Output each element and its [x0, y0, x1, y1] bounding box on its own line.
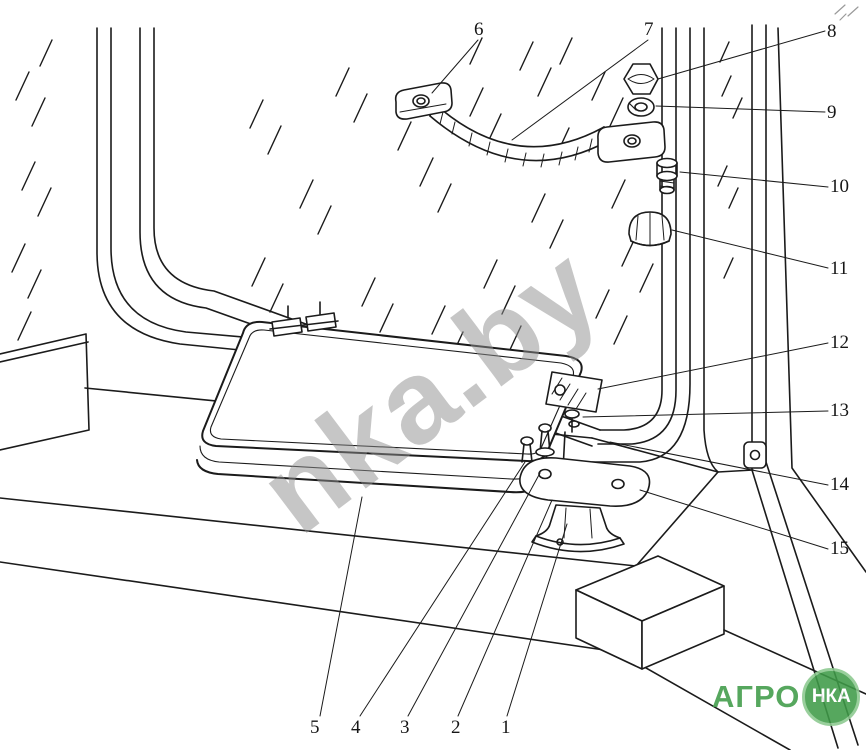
cab-right-edge [751, 24, 866, 749]
seat-cushion [196, 320, 583, 494]
callout-2: 2 [451, 717, 461, 738]
strap-bracket-right [597, 121, 666, 163]
cushion-top-outline [201, 320, 583, 463]
hatch-right-strip [717, 41, 743, 279]
window-frame [96, 24, 866, 749]
callout-7: 7 [644, 19, 654, 40]
bolt-part [656, 157, 678, 195]
callout-6: 6 [474, 19, 484, 40]
shelf-front-right-edge [635, 471, 719, 567]
mount-hardware [519, 423, 651, 553]
callout-1: 1 [501, 717, 511, 738]
hex-nut [623, 63, 659, 95]
callout-10: 10 [830, 176, 849, 197]
latch-keeper [743, 441, 767, 469]
lock-washer [627, 97, 655, 117]
knob [628, 211, 672, 247]
cushion-piping [209, 329, 575, 455]
cushion-silhouette [196, 321, 582, 493]
callout-15: 15 [830, 538, 849, 559]
callout-14: 14 [830, 474, 849, 495]
strap-assembly [394, 63, 678, 247]
step-box [575, 555, 866, 695]
strap-bracket-left [394, 82, 453, 120]
callout-9: 9 [827, 102, 837, 123]
washer-lower [568, 420, 580, 428]
mount-plate [519, 457, 651, 507]
hatch-main-window [249, 37, 654, 361]
washer-upper [564, 409, 580, 419]
callout-4: 4 [351, 717, 361, 738]
corner-marks [834, 4, 859, 21]
left-frame-post [96, 27, 601, 447]
floor-line [617, 651, 791, 750]
callout-8: 8 [827, 21, 837, 42]
callout-3: 3 [400, 717, 410, 738]
cushion-hinge [269, 301, 339, 337]
latch-bracket [545, 371, 603, 471]
logo-word: АГРО [712, 679, 801, 714]
hatch-left-window [11, 39, 53, 341]
callout-12: 12 [830, 332, 849, 353]
bolt-b [535, 423, 555, 457]
callout-11: 11 [830, 258, 849, 279]
bolt-a [520, 436, 534, 463]
callout-13: 13 [830, 400, 849, 421]
bracket-bolt-head [554, 384, 566, 396]
pedestal [531, 504, 625, 553]
right-frame-post [591, 27, 719, 473]
leader-lines [319, 30, 829, 717]
logo-circle: НКА [802, 668, 861, 726]
shelf-front-edge [0, 497, 637, 567]
callout-5: 5 [310, 717, 320, 738]
left-sill [0, 333, 90, 451]
brand-logo: АГРО НКА [712, 668, 861, 726]
